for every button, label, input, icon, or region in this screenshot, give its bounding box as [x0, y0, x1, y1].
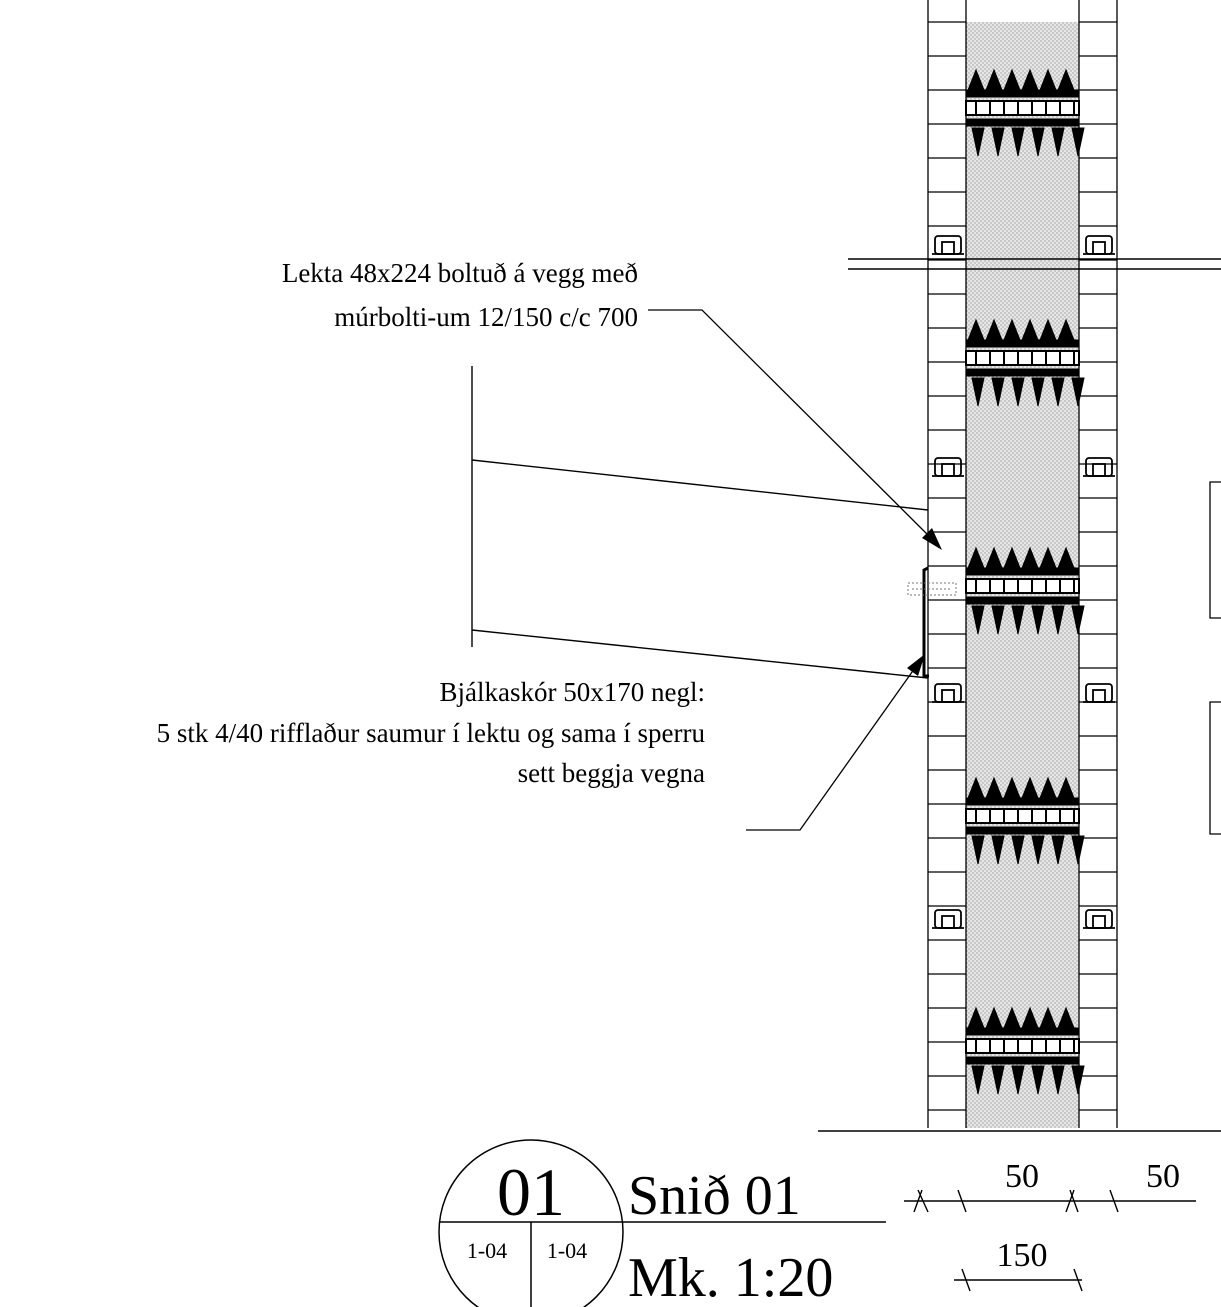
wall-tie	[965, 318, 1085, 407]
annotation-lekta-line2: múrbolti-um 12/150 c/c 700	[334, 302, 638, 332]
tie-clip	[1083, 909, 1115, 929]
title-block	[438, 1139, 886, 1307]
section-title: Snið 01	[628, 1165, 801, 1227]
tie-clips	[932, 235, 1115, 929]
dim-leaf-left: 50	[1005, 1158, 1039, 1195]
dimension-lines	[904, 1189, 1196, 1292]
rafter	[471, 366, 929, 679]
tie-clip	[932, 909, 964, 929]
sheet-ref-left: 1-04	[467, 1238, 507, 1263]
wall-tie	[965, 68, 1085, 157]
bolt-symbol	[907, 582, 957, 596]
brick-leaf-left	[927, 0, 967, 1128]
leader-lekta	[648, 309, 942, 550]
sheet-ref-right: 1-04	[547, 1238, 587, 1263]
tie-clip	[932, 683, 964, 703]
joist-hanger	[907, 566, 957, 678]
wall-tie	[965, 776, 1085, 865]
dim-insulation: 150	[997, 1237, 1048, 1274]
leader-hanger	[746, 654, 925, 831]
annotation-hanger-line1: Bjálkaskór 50x170 negl:	[440, 677, 705, 707]
annotation-lekta-line1: Lekta 48x224 boltuð á vegg með	[282, 258, 638, 288]
rafter-top-edge	[471, 459, 929, 511]
wall-tie	[965, 546, 1085, 635]
dim-leaf-right: 50	[1146, 1158, 1180, 1195]
annotation-hanger-line2: 5 stk 4/40 rifflaður saumur í lektu og s…	[157, 718, 706, 748]
detail-number: 01	[497, 1154, 565, 1230]
detail-bubble	[438, 1139, 624, 1307]
tie-clip	[932, 235, 964, 255]
annotation-hanger-line3: sett beggja vegna	[518, 758, 705, 788]
tie-clip	[932, 457, 964, 477]
tie-clip	[1083, 457, 1115, 477]
edge-box-lower	[1209, 701, 1221, 835]
rafter-bottom-edge	[471, 629, 929, 679]
scale-label: Mk. 1:20	[628, 1247, 833, 1307]
tie-clip	[1083, 235, 1115, 255]
wall-tie	[965, 1006, 1085, 1095]
brick-leaf-right	[1078, 0, 1118, 1128]
edge-box-upper	[1209, 481, 1221, 619]
wall-section	[818, 0, 1221, 1132]
wall-ties	[965, 68, 1085, 1095]
tie-clip	[1083, 683, 1115, 703]
